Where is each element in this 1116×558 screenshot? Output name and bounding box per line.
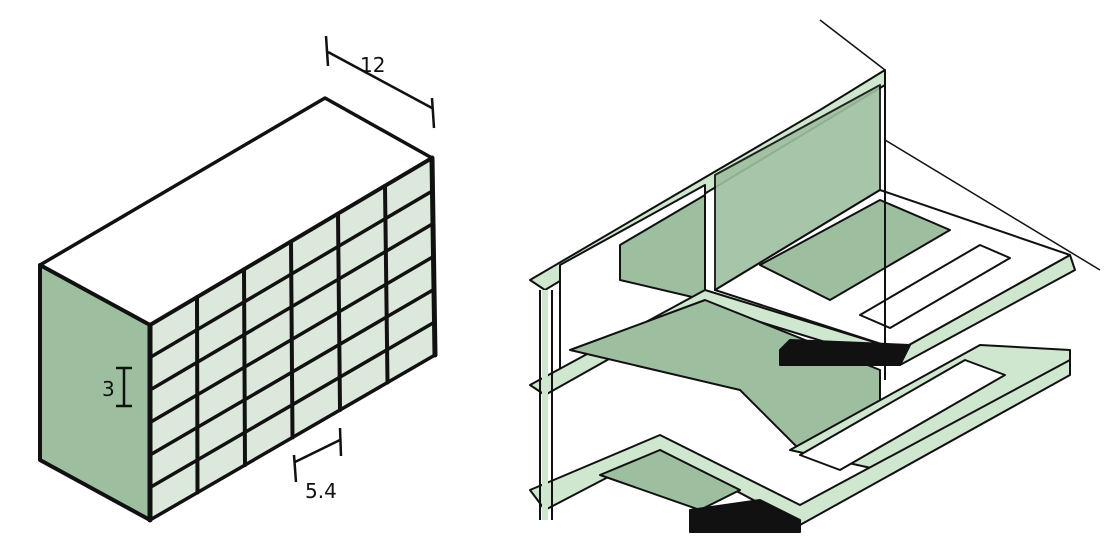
building-section-sketch [529, 19, 1101, 533]
lower-room-shadow [599, 449, 741, 511]
dimension-bay-width-label: 5.4 [305, 479, 337, 503]
bookcase-shelf [148, 320, 437, 490]
bookcase-shelf [148, 221, 435, 392]
dimension-shelf-height-label: 3 [102, 377, 115, 401]
bookcase-shelf [148, 189, 435, 360]
dimension-bay-width [292, 427, 343, 483]
lower-opening [799, 359, 1006, 471]
bookcase-shelf [148, 156, 434, 327]
stair-lower [689, 499, 801, 533]
dimension-depth [324, 35, 436, 129]
bookcase-shelf [148, 254, 436, 425]
middle-floor-slab [529, 254, 1076, 396]
dimension-shelf-height [116, 366, 132, 408]
bookcase-grid [147, 155, 438, 523]
lower-floor-slab [529, 359, 1071, 526]
upper-opening-1 [759, 199, 951, 301]
upper-balcony [714, 189, 1071, 351]
dimension-depth-label: 12 [360, 53, 385, 77]
bookcase-sketch [38, 96, 438, 523]
upper-opening-2 [859, 244, 1011, 329]
bookcase-shelf [148, 353, 437, 522]
bookcase-shelf [148, 287, 436, 457]
stair-upper [779, 339, 911, 366]
